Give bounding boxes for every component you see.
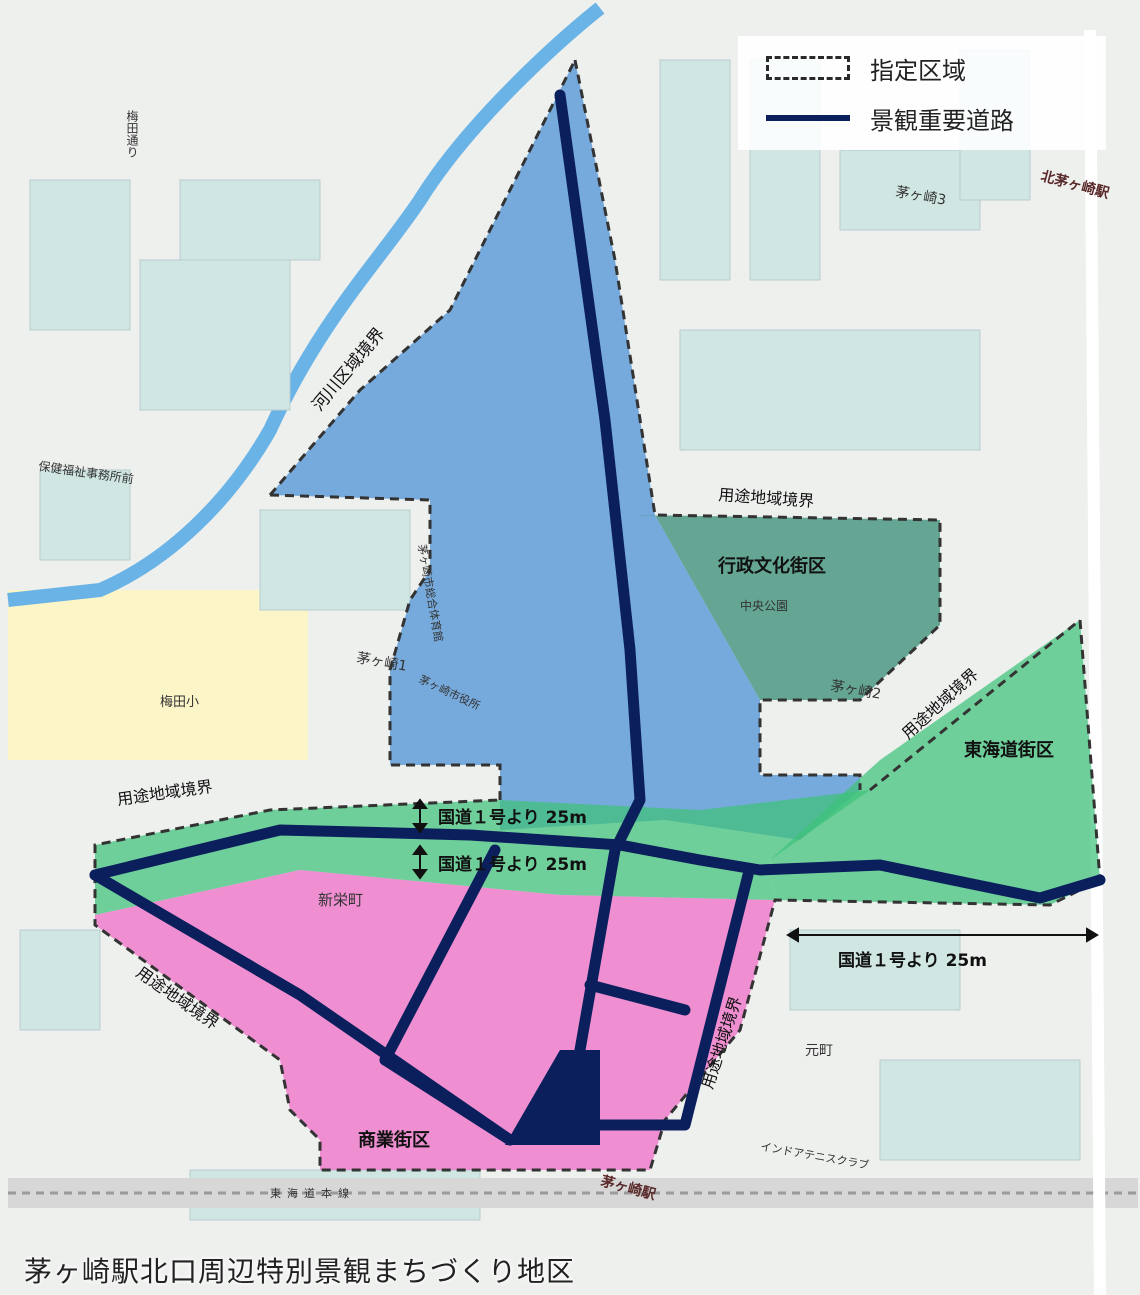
legend-line-swatch [766,115,850,121]
distance-label-right: 国道１号より 25m [838,950,987,971]
district-label-commercial: 商業街区 [358,1129,430,1151]
station-plaza [505,1050,600,1145]
map-title: 茅ヶ崎駅北口周辺特別景観まちづくり地区 [24,1255,576,1288]
river [7,2,605,607]
legend-label-designated: 指定区域 [870,56,966,85]
blue-zone [270,60,860,840]
label-central-park: 中央公園 [740,598,788,613]
legend-row-road: 景観重要道路 [766,98,1014,138]
base-road [1084,29,1106,1295]
district-label-administrative: 行政文化街区 [717,555,826,577]
district-label-tokaido: 東海道街区 [964,739,1054,761]
legend: 指定区域 景観重要道路 [738,36,1106,150]
green-admin-zone [640,515,940,700]
label-umeda-sho: 梅田小 [160,695,199,710]
label-umeda-dori: 梅田通り [125,109,139,158]
designated-boundary [93,59,1102,1172]
legend-label-road: 景観重要道路 [870,106,1014,135]
school-area [8,590,308,760]
scenic-roads [89,89,1106,1146]
label-tokaido-line: 東海道本線 [270,1186,355,1200]
distance-label-lower: 国道１号より 25m [438,854,587,875]
legend-dashed-swatch [766,56,850,80]
distance-arrows [412,798,1099,943]
base-buildings [19,49,1081,1221]
label-shineicho: 新栄町 [318,891,363,909]
green-band [95,790,870,915]
label-motomachi: 元町 [805,1043,833,1059]
distance-label-upper: 国道１号より 25m [438,807,587,828]
green-tokaido-zone [770,620,1100,905]
legend-row-designated: 指定区域 [766,48,966,88]
pink-zone [95,870,775,1170]
